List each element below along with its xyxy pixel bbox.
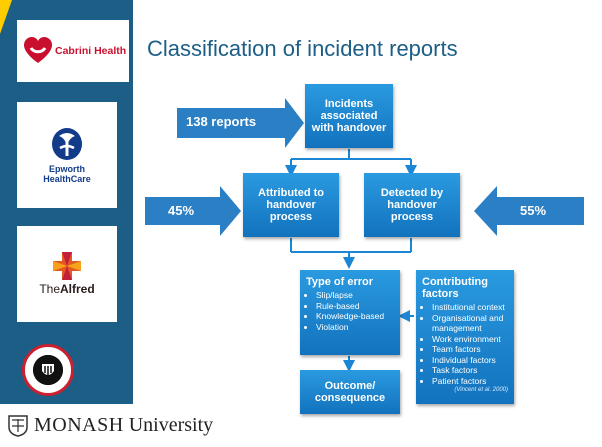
- list-item: Work environment: [432, 334, 508, 345]
- contributing-factors-box: Contributing factors Institutional conte…: [416, 270, 514, 404]
- alfred-cross-icon: [53, 252, 81, 280]
- incidents-handover-box: Incidents associated with handover: [305, 84, 393, 148]
- right-percentage: 55%: [520, 203, 547, 218]
- list-item: Violation: [316, 322, 394, 333]
- alfred-logo: TheAlfred: [17, 226, 117, 322]
- monash-label: MONASH University: [34, 414, 213, 437]
- slide-title: Classification of incident reports: [147, 36, 458, 61]
- alfred-label: TheAlfred: [39, 282, 94, 296]
- epworth-emblem-icon: [52, 128, 82, 160]
- epworth-line2: HealthCare: [43, 174, 91, 184]
- contributing-factors-list: Institutional context Organisational and…: [422, 302, 508, 386]
- list-item: Rule-based: [316, 301, 394, 312]
- yellow-corner-accent: [0, 0, 12, 34]
- list-item: Task factors: [432, 365, 508, 376]
- error-type-list: Slip/lapse Rule-based Knowledge-based Vi…: [306, 290, 394, 332]
- list-item: Team factors: [432, 344, 508, 355]
- attributed-box: Attributed to handover process: [243, 173, 339, 237]
- deakin-mark-icon: [33, 355, 63, 385]
- deakin-emblem-icon: [33, 355, 63, 385]
- deakin-logo: [22, 344, 74, 396]
- alfred-name: Alfred: [60, 282, 95, 296]
- list-item: Individual factors: [432, 355, 508, 366]
- citation: (Vincent et al. 2000): [454, 387, 508, 393]
- detected-box: Detected by handover process: [364, 173, 460, 237]
- error-type-box: Type of error Slip/lapse Rule-based Know…: [300, 270, 400, 355]
- monash-suffix: University: [123, 414, 214, 436]
- epworth-label: Epworth HealthCare: [43, 164, 91, 184]
- list-item: Slip/lapse: [316, 290, 394, 301]
- outcome-box: Outcome/ consequence: [300, 370, 400, 414]
- alfred-prefix: The: [39, 282, 60, 296]
- error-type-heading: Type of error: [306, 276, 374, 288]
- left-percentage: 45%: [168, 203, 195, 218]
- list-item: Institutional context: [432, 302, 508, 313]
- list-item: Organisational and management: [432, 313, 508, 334]
- reports-count-label: 138 reports: [186, 114, 257, 129]
- epworth-logo: Epworth HealthCare: [17, 102, 117, 208]
- list-item: Patient factors: [432, 376, 508, 387]
- list-item: Knowledge-based: [316, 311, 394, 322]
- monash-logo: MONASH University: [0, 404, 250, 447]
- monash-crest-icon: [8, 414, 28, 437]
- epworth-line1: Epworth: [49, 164, 85, 174]
- monash-name: MONASH: [34, 414, 124, 436]
- heart-icon: [24, 37, 52, 63]
- cabrini-logo: Cabrini Health: [17, 20, 129, 82]
- contributing-factors-heading: Contributing factors: [422, 276, 488, 300]
- cabrini-label: Cabrini Health: [55, 45, 127, 57]
